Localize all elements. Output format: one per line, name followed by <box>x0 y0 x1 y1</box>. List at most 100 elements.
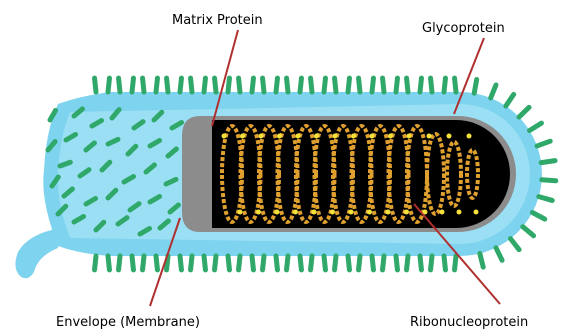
rnp-joint <box>467 134 472 139</box>
glycoprotein-label: Glycoprotein <box>422 21 505 36</box>
glycoprotein-spike <box>496 248 502 261</box>
glycoprotein-spike <box>263 256 264 270</box>
glycoprotein-spike <box>287 78 288 92</box>
glycoprotein-spike <box>143 78 144 92</box>
glycoprotein-spike <box>239 78 240 92</box>
glycoprotein-spike <box>539 197 552 201</box>
glycoprotein-spike <box>407 78 408 92</box>
glycoprotein-spike <box>119 256 120 270</box>
glycoprotein-spike <box>510 239 519 250</box>
glycoprotein-spike <box>204 256 205 270</box>
glycoprotein-spike <box>372 78 373 92</box>
matrix-protein-label: Matrix Protein <box>172 13 263 28</box>
glycoprotein-spike <box>239 256 240 270</box>
rnp-joint <box>457 210 462 215</box>
glycoprotein-spike <box>519 107 529 117</box>
glycoprotein-spike <box>119 78 120 92</box>
glycoprotein-spike <box>359 78 360 92</box>
glycoprotein-spike <box>359 256 360 270</box>
rnp-joint <box>388 134 393 139</box>
glycoprotein-spike <box>537 141 550 146</box>
envelope-label: Envelope (Membrane) <box>56 315 200 330</box>
rnp-joint <box>296 134 301 139</box>
glycoprotein-spike <box>335 256 336 270</box>
glycoprotein-spike <box>396 78 397 92</box>
glycoprotein-spike <box>156 78 157 92</box>
glycoprotein-spike <box>180 78 181 92</box>
glycoprotein-spike <box>143 256 144 270</box>
glycoprotein-spike <box>311 256 312 270</box>
rnp-joint <box>404 210 409 215</box>
glycoprotein-spike <box>523 227 534 236</box>
glycoprotein-spike <box>311 78 312 92</box>
rnp-joint <box>351 134 356 139</box>
rnp-joint <box>256 210 261 215</box>
glycoprotein-spike <box>252 256 253 270</box>
envelope-tail <box>15 228 60 278</box>
glycoprotein-spike <box>228 78 229 92</box>
glycoprotein-spike <box>300 78 301 92</box>
rnp-joint <box>333 134 338 139</box>
rnp-joint <box>349 210 354 215</box>
rnp-joint <box>222 134 227 139</box>
glycoprotein-spike <box>215 78 216 92</box>
glycoprotein-spike <box>191 78 192 92</box>
rnp-joint <box>277 134 282 139</box>
glycoprotein-spike <box>444 256 445 270</box>
glycoprotein-spike <box>300 256 301 270</box>
rnp-joint <box>367 210 372 215</box>
glycoprotein-spike <box>420 78 421 92</box>
glycoprotein-spike <box>108 78 109 92</box>
glycoprotein-spike <box>287 256 288 270</box>
glycoprotein-spike <box>95 256 96 270</box>
glycoprotein-spike <box>276 78 277 92</box>
ribonucleoprotein-label: Ribonucleoprotein <box>410 315 528 330</box>
rnp-joint <box>407 134 412 139</box>
rnp-joint <box>386 210 391 215</box>
glycoprotein-spike <box>383 78 384 92</box>
glycoprotein-spike <box>455 256 456 270</box>
glycoprotein-spike <box>132 78 133 92</box>
rnp-joint <box>275 210 280 215</box>
rnp-joint <box>259 134 264 139</box>
glycoprotein-spike <box>348 78 349 92</box>
glycoprotein-spike <box>191 256 192 270</box>
glycoprotein-spike <box>480 254 483 268</box>
glycoprotein-spike <box>60 162 70 166</box>
rnp-joint <box>440 210 445 215</box>
glycoprotein-spike <box>324 78 325 92</box>
rnp-joint <box>238 210 243 215</box>
glycoprotein-spike <box>455 78 456 92</box>
glycoprotein-spike <box>491 85 496 98</box>
glycoprotein-spike <box>407 256 408 270</box>
glycoprotein-spike <box>474 79 476 93</box>
rnp-joint <box>314 134 319 139</box>
glycoprotein-spike <box>506 94 514 106</box>
glycoprotein-spike <box>542 180 556 181</box>
rnp-joint <box>312 210 317 215</box>
rnp-joint <box>447 134 452 139</box>
glycoprotein-spike <box>383 256 384 270</box>
rnp-joint <box>240 134 245 139</box>
glycoprotein-spike <box>396 256 397 270</box>
glycoprotein-spike <box>132 256 133 270</box>
glycoprotein-spike <box>263 78 264 92</box>
glycoprotein-spike <box>215 256 216 270</box>
rnp-joint <box>293 210 298 215</box>
rnp-joint <box>370 134 375 139</box>
glycoprotein-spike <box>108 256 109 270</box>
glycoprotein-spike <box>431 256 432 270</box>
glycoprotein-spike <box>324 256 325 270</box>
glycoprotein-spike <box>532 212 544 219</box>
glycoprotein-spike <box>204 78 205 92</box>
glycoprotein-spike <box>252 78 253 92</box>
glycoprotein-spike <box>530 123 542 130</box>
glycoprotein-spike <box>228 256 229 270</box>
glycoprotein-spike <box>276 256 277 270</box>
glycoprotein-spike <box>335 78 336 92</box>
glycoprotein-spike <box>180 256 181 270</box>
glycoprotein-spike <box>167 78 168 92</box>
glycoprotein-spike <box>420 256 421 270</box>
glycoprotein-spike <box>444 78 445 92</box>
